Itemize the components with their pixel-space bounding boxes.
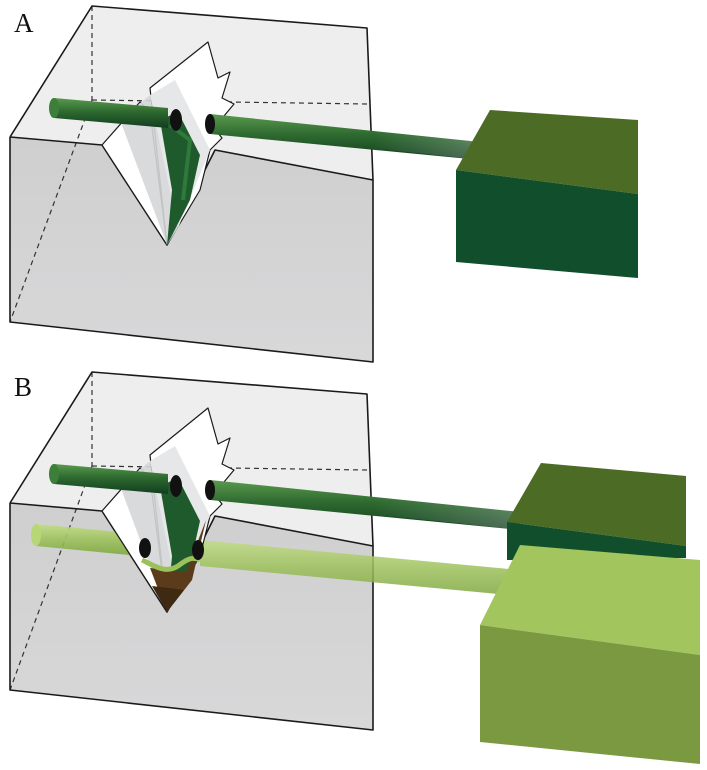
block-b-outline <box>9 371 374 547</box>
tube-b-dark <box>49 464 520 530</box>
tube-a-right-opening <box>205 114 215 134</box>
tube-b-dark-opening-right <box>205 480 215 500</box>
panel-a: A <box>9 5 638 363</box>
reservoir-box-a <box>456 110 638 278</box>
tube-b-light <box>31 524 520 596</box>
panel-label-a: A <box>14 8 34 38</box>
reservoir-box-b-dark-top <box>507 463 686 546</box>
tube-a-left-opening <box>170 109 182 131</box>
tube-b-dark-opening-left <box>170 475 182 497</box>
tube-b-dark-left <box>54 464 168 494</box>
reservoir-box-b-light-front <box>480 625 700 764</box>
block-a-front-face <box>10 137 373 362</box>
tube-b-light-opening-right <box>192 540 204 560</box>
crack-b-light-branch <box>140 555 202 572</box>
reservoir-box-a-front <box>456 170 638 278</box>
tube-b-light-right <box>200 540 520 596</box>
block-a-outline <box>9 5 374 181</box>
reservoir-box-b-dark <box>507 463 686 560</box>
tube-b-light-opening-left <box>139 538 151 558</box>
tube-a-left-segment <box>54 98 168 128</box>
tube-a-dark <box>49 98 480 160</box>
reservoir-box-b-light-top <box>480 545 700 655</box>
reservoir-box-b-light <box>480 545 700 764</box>
reservoir-box-a-top <box>456 110 638 194</box>
panel-b: B <box>9 371 700 764</box>
tube-b-light-left <box>36 524 140 556</box>
panel-label-b: B <box>14 372 32 402</box>
